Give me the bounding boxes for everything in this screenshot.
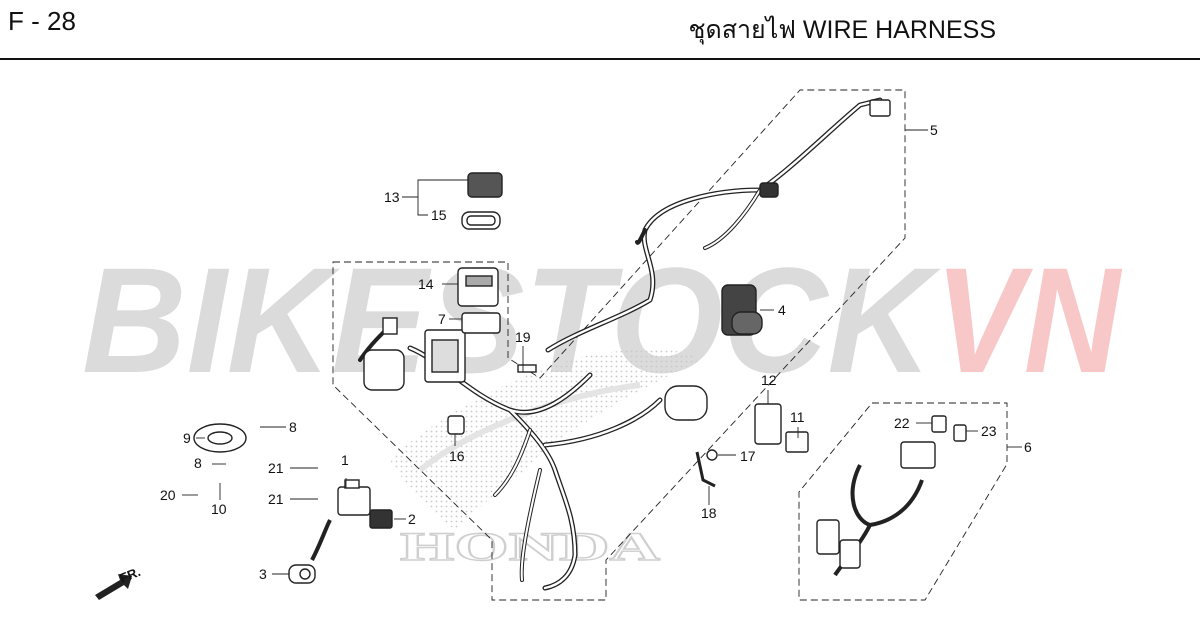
callout-9: 9 xyxy=(183,430,191,446)
callout-8a: 8 xyxy=(289,419,297,435)
seal-part-15 xyxy=(461,211,501,230)
relay-part-11 xyxy=(785,431,809,453)
front-label: FR. xyxy=(118,564,143,586)
callout-6: 6 xyxy=(1024,439,1032,455)
callout-21a: 21 xyxy=(268,460,284,476)
watermark-text-bikestock: BIKESTOCK xyxy=(82,236,941,404)
front-arrow-icon xyxy=(95,574,132,600)
grommet-component xyxy=(664,385,708,421)
honda-logo-text: HONDA xyxy=(400,524,660,569)
callout-19: 19 xyxy=(515,329,531,345)
connector-cover-part-4 xyxy=(721,284,763,336)
battery-cap-component xyxy=(363,317,405,391)
watermark-text-vn: VN xyxy=(935,236,1122,404)
fuse-part-22 xyxy=(931,415,947,433)
fuse-cover-part-14 xyxy=(457,267,499,307)
callout-8b: 8 xyxy=(194,455,202,471)
wire-harness-part-5-connector xyxy=(759,99,891,198)
relay-part-12 xyxy=(754,403,782,445)
callout-12: 12 xyxy=(761,372,777,388)
page-code: F - 28 xyxy=(8,6,76,36)
callout-1: 1 xyxy=(341,452,349,468)
fuse-part-23 xyxy=(953,424,967,442)
callout-23: 23 xyxy=(981,423,997,439)
main-wire-harness xyxy=(358,97,883,591)
sub-harness-part-6 xyxy=(816,441,936,577)
relay-part-7 xyxy=(461,312,501,334)
callout-11: 11 xyxy=(790,409,805,425)
callout-10: 10 xyxy=(211,501,227,517)
callout-16: 16 xyxy=(449,448,465,464)
clamp-part-2 xyxy=(369,509,393,529)
callout-14: 14 xyxy=(418,276,434,292)
page-title: ชุดสายไฟ WIRE HARNESS xyxy=(688,16,996,44)
group-outlines xyxy=(332,89,1008,601)
fuse-box-component xyxy=(424,329,466,383)
callout-13: 13 xyxy=(384,189,400,205)
watermark: BIKESTOCK VN xyxy=(82,236,1122,404)
plug-cap-part-3 xyxy=(288,564,316,584)
main-harness-outline xyxy=(332,89,906,601)
callout-4: 4 xyxy=(778,302,786,318)
callout-5: 5 xyxy=(930,122,938,138)
front-direction-marker: FR. xyxy=(95,564,143,600)
bolt-part-19 xyxy=(517,364,537,373)
clip-part-16 xyxy=(447,415,465,435)
bracket-part-18 xyxy=(695,451,716,488)
callout-18: 18 xyxy=(701,505,717,521)
ignition-coil-part-1 xyxy=(310,479,371,561)
sub-harness-outline xyxy=(798,402,1008,601)
page-header: F - 28 ชุดสายไฟ WIRE HARNESS xyxy=(0,0,1200,60)
callout-2: 2 xyxy=(408,511,416,527)
leader-lines xyxy=(182,129,1022,575)
callout-20: 20 xyxy=(160,487,176,503)
components xyxy=(193,99,967,584)
screw-part-17 xyxy=(706,449,718,461)
rubber-cover-part-13 xyxy=(467,172,503,198)
callout-17: 17 xyxy=(740,448,756,464)
callout-21b: 21 xyxy=(268,491,284,507)
callout-7: 7 xyxy=(438,311,446,327)
horn-part-9 xyxy=(193,423,247,453)
callouts: 1 2 3 4 5 6 7 8 8 9 10 11 12 13 14 15 16… xyxy=(160,122,1032,582)
callout-15: 15 xyxy=(431,207,447,223)
callout-22: 22 xyxy=(894,415,910,431)
callout-3: 3 xyxy=(259,566,267,582)
